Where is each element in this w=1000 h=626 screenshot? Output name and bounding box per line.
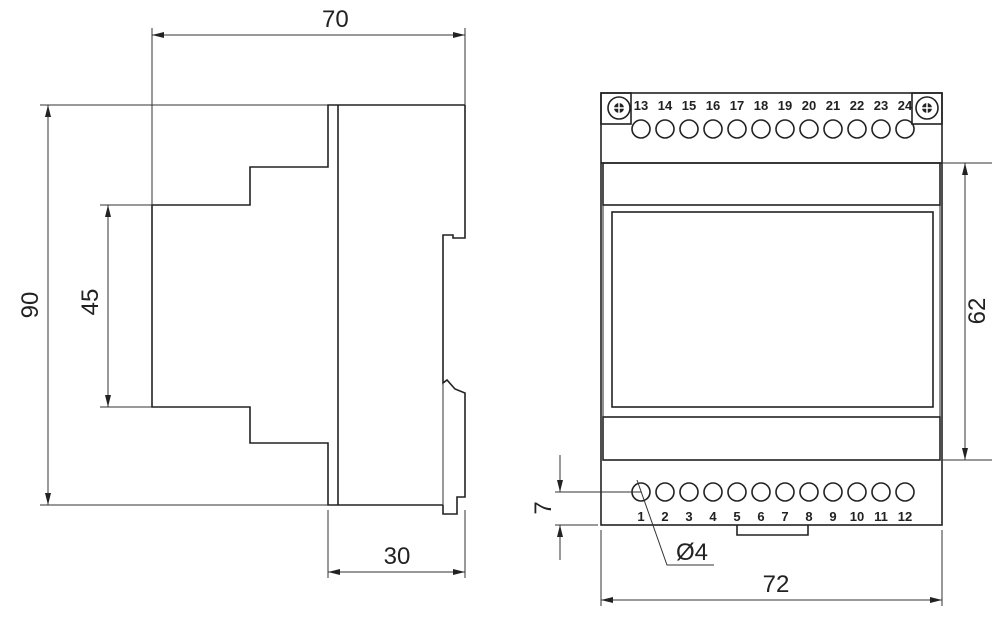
terminal-hole: [679, 119, 699, 139]
dim-label-hole: Ø4: [676, 539, 708, 566]
terminal-label: 7: [781, 509, 788, 524]
terminal-hole: [631, 119, 651, 139]
terminal-label: 13: [634, 98, 648, 113]
terminal-label: 18: [754, 98, 768, 113]
terminal-label: 11: [874, 509, 888, 524]
lower-band: [602, 416, 941, 461]
terminal-hole: [703, 482, 723, 502]
terminal-hole: [871, 119, 891, 139]
terminal-label: 24: [898, 98, 913, 113]
display-window: [611, 211, 934, 408]
side-profile: [151, 104, 465, 506]
terminal-label: 14: [658, 98, 673, 113]
terminal-label: 20: [802, 98, 816, 113]
terminal-hole: [751, 119, 771, 139]
corner-screw-right-box: [911, 92, 943, 125]
terminal-hole: [703, 119, 723, 139]
dim-label-62: 62: [964, 298, 991, 325]
terminal-hole: [871, 482, 891, 502]
terminal-label: 17: [730, 98, 744, 113]
terminal-label: 1: [637, 509, 644, 524]
terminal-hole: [775, 119, 795, 139]
terminal-hole: [679, 482, 699, 502]
dim-label-45: 45: [77, 289, 104, 316]
dim-label-72: 72: [763, 571, 790, 598]
terminal-hole: [655, 119, 675, 139]
terminal-label: 16: [706, 98, 720, 113]
dim-label-90: 90: [17, 292, 44, 319]
terminal-hole: [847, 482, 867, 502]
terminal-label: 4: [709, 509, 717, 524]
dim-label-30: 30: [384, 543, 411, 570]
din-rail-clip: [442, 105, 466, 515]
terminal-hole: [895, 482, 915, 502]
terminal-label: 22: [850, 98, 864, 113]
terminal-hole: [751, 482, 771, 502]
dim-label-7: 7: [530, 501, 557, 514]
dim-label-70: 70: [322, 6, 349, 33]
terminal-label: 2: [661, 509, 668, 524]
terminal-hole: [799, 119, 819, 139]
terminal-label: 12: [898, 509, 912, 524]
terminal-hole: [775, 482, 795, 502]
corner-screw-left-box: [600, 92, 632, 125]
terminal-hole: [799, 482, 819, 502]
terminal-label: 21: [826, 98, 840, 113]
terminal-hole: [895, 119, 915, 139]
din-clip-tab: [736, 525, 809, 536]
terminal-label: 6: [757, 509, 764, 524]
terminal-hole: [727, 119, 747, 139]
screw-icon: [607, 96, 631, 120]
hole-leader-line: [636, 479, 714, 566]
housing-outline: [600, 92, 943, 526]
terminal-label: 19: [778, 98, 792, 113]
terminal-hole: [823, 482, 843, 502]
upper-band: [602, 162, 941, 206]
terminal-label: 8: [805, 509, 812, 524]
terminal-label: 10: [850, 509, 864, 524]
terminal-hole: [727, 482, 747, 502]
screw-icon: [915, 96, 939, 120]
terminal-hole: [847, 119, 867, 139]
terminal-hole: [823, 119, 843, 139]
terminal-label: 23: [874, 98, 888, 113]
terminal-label: 9: [829, 509, 836, 524]
terminal-hole: [655, 482, 675, 502]
front-panel: [602, 204, 941, 418]
terminal-label: 3: [685, 509, 692, 524]
terminal-label: 5: [733, 509, 740, 524]
terminal-label: 15: [682, 98, 696, 113]
side-view: 70 90 45 30: [17, 6, 466, 578]
